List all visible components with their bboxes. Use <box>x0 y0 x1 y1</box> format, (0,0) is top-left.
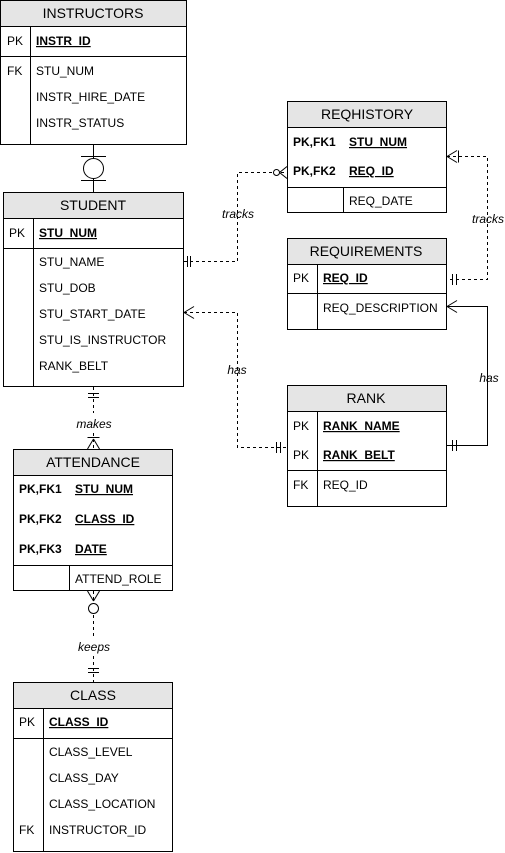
attribute-stu-is-instructor: STU_IS_INSTRUCTOR <box>39 333 166 347</box>
attribute-req-description: REQ_DESCRIPTION <box>323 301 438 315</box>
entity-rank[interactable]: RANK PK RANK_NAME PK RANK_BELT FK REQ_ID <box>287 385 447 507</box>
key-label: PK <box>7 34 23 48</box>
attribute-class-location: CLASS_LOCATION <box>49 797 155 811</box>
relationship-label-has: has <box>227 363 246 377</box>
attribute-instr-id: INSTR_ID <box>36 34 91 48</box>
entity-title: REQHISTORY <box>321 106 414 122</box>
key-label: PK <box>293 271 309 285</box>
relationship-reqhistory-requirements <box>446 150 488 285</box>
entity-title: STUDENT <box>60 197 127 213</box>
key-label: FK <box>293 478 308 492</box>
relationship-label-tracks: tracks <box>472 212 504 226</box>
key-label: PK <box>293 448 309 462</box>
relationship-attendance-class <box>87 590 100 682</box>
attribute-attend-role: ATTEND_ROLE <box>75 572 161 586</box>
entity-attendance[interactable]: ATTENDANCE PK,FK1 STU_NUM PK,FK2 CLASS_I… <box>13 449 173 591</box>
relationship-instructors-student <box>81 144 106 193</box>
entity-requirements[interactable]: REQUIREMENTS PK REQ_ID REQ_DESCRIPTION <box>287 238 447 330</box>
relationship-label-tracks: tracks <box>222 207 254 221</box>
entity-title: INSTRUCTORS <box>43 5 144 21</box>
attribute-stu-start-date: STU_START_DATE <box>39 307 146 321</box>
attribute-instr-hire-date: INSTR_HIRE_DATE <box>36 90 145 104</box>
attribute-instr-status: INSTR_STATUS <box>36 116 124 130</box>
attribute-class-level: CLASS_LEVEL <box>49 745 133 759</box>
key-label: PK,FK1 <box>19 482 62 496</box>
entity-title: REQUIREMENTS <box>310 243 423 259</box>
attribute-stu-name: STU_NAME <box>39 255 104 269</box>
relationship-label-has: has <box>479 371 498 385</box>
key-label: PK,FK2 <box>19 512 62 526</box>
entity-instructors[interactable]: INSTRUCTORS PK INSTR_ID FK STU_NUM INSTR… <box>0 0 187 145</box>
attribute-stu-num: STU_NUM <box>39 226 97 240</box>
entity-title: RANK <box>347 390 387 406</box>
attribute-stu-num: STU_NUM <box>349 135 407 149</box>
entity-title: CLASS <box>70 687 116 703</box>
attribute-stu-num: STU_NUM <box>75 482 133 496</box>
relationship-label-keeps: keeps <box>78 640 110 654</box>
entity-title: ATTENDANCE <box>46 454 140 470</box>
key-label: PK,FK1 <box>293 135 336 149</box>
relationship-requirements-rank <box>446 300 488 451</box>
relationship-student-attendance <box>87 387 100 450</box>
key-label: PK <box>293 419 309 433</box>
attribute-class-id: CLASS_ID <box>49 715 109 729</box>
attribute-instructor-id: INSTRUCTOR_ID <box>49 823 146 837</box>
relationship-student-reqhistory <box>184 166 288 267</box>
entity-student[interactable]: STUDENT PK STU_NUM STU_NAME STU_DOB STU_… <box>3 192 184 387</box>
attribute-rank-belt: RANK_BELT <box>323 448 395 462</box>
attribute-req-date: REQ_DATE <box>349 194 413 208</box>
entity-reqhistory[interactable]: REQHISTORY PK,FK1 STU_NUM PK,FK2 REQ_ID … <box>287 101 447 213</box>
attribute-req-id: REQ_ID <box>349 164 394 178</box>
attribute-class-id: CLASS_ID <box>75 512 135 526</box>
key-label: PK,FK2 <box>293 164 336 178</box>
attribute-rank-belt: RANK_BELT <box>39 359 109 373</box>
key-label: PK <box>9 226 25 240</box>
key-label: PK <box>19 715 35 729</box>
key-label: FK <box>19 823 34 837</box>
attribute-rank-name: RANK_NAME <box>323 419 400 433</box>
attribute-req-id: REQ_ID <box>323 478 368 492</box>
attribute-stu-num: STU_NUM <box>36 64 94 78</box>
relationship-student-rank <box>183 306 287 453</box>
attribute-stu-dob: STU_DOB <box>39 281 96 295</box>
attribute-date: DATE <box>75 542 107 556</box>
key-label: PK,FK3 <box>19 542 62 556</box>
entity-class[interactable]: CLASS PK CLASS_ID CLASS_LEVEL CLASS_DAY … <box>13 682 173 852</box>
attribute-class-day: CLASS_DAY <box>49 771 119 785</box>
relationship-label-makes: makes <box>76 417 111 431</box>
attribute-req-id: REQ_ID <box>323 271 368 285</box>
key-label: FK <box>7 64 22 78</box>
